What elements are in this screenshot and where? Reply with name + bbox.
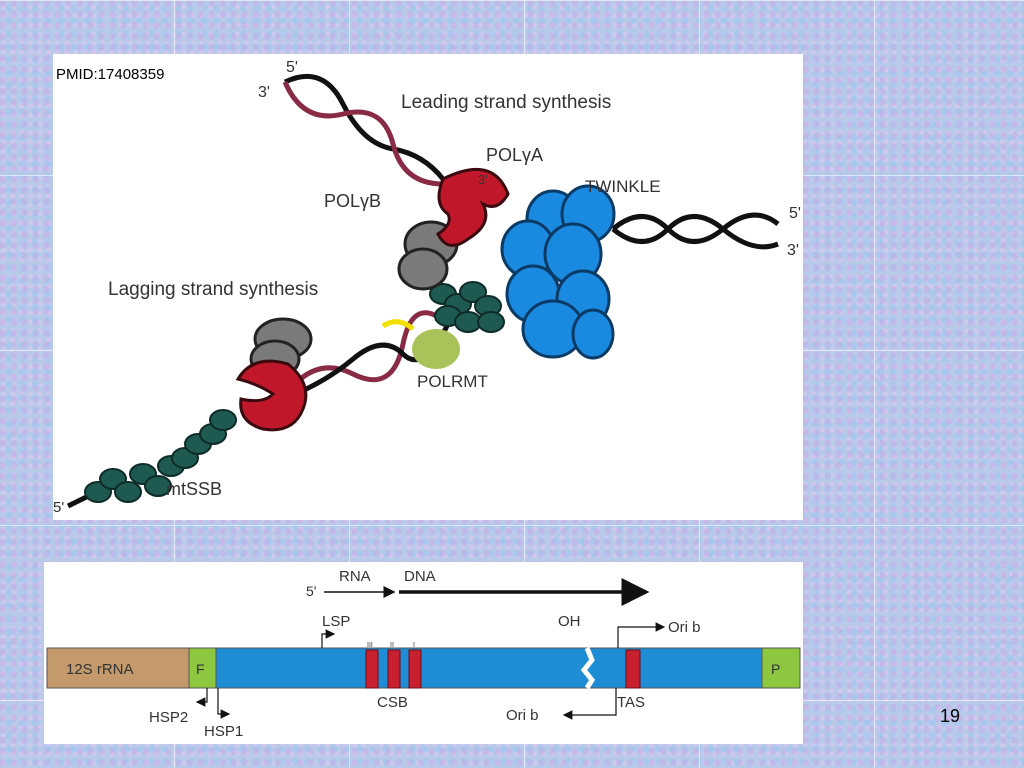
- twinkle-helicase: [500, 184, 616, 360]
- d-loop-segment: [215, 647, 763, 689]
- mtssb-cluster: [429, 281, 505, 333]
- d-loop-map-figure: 5' RNA DNA III II I CSB TAS LSP OH Ori b: [44, 562, 803, 744]
- pmid-label: PMID:17408359: [56, 66, 165, 83]
- polrmt-label: POLRMT: [417, 372, 488, 391]
- csb-mark-1: I: [413, 642, 415, 649]
- mtssb-label: mtSSB: [166, 479, 222, 499]
- rna-label: RNA: [339, 568, 371, 585]
- lagging-strand-title: Lagging strand synthesis: [108, 279, 318, 300]
- prime-3-inner-label: 3': [478, 172, 488, 187]
- f-label: F: [196, 661, 205, 677]
- ori-b-right-arrow: [617, 622, 666, 648]
- tas-label: TAS: [617, 694, 645, 711]
- ori-b-left-arrow: [562, 688, 617, 720]
- dna-label: DNA: [404, 568, 436, 585]
- oh-label: OH: [558, 613, 581, 630]
- prime-3-right-label: 3': [787, 242, 799, 259]
- tas-marker: [625, 649, 641, 689]
- csb-mark-2: II: [390, 642, 394, 649]
- twinkle-label: TWINKLE: [585, 177, 661, 196]
- mtssb-chain: [84, 409, 237, 503]
- rrna-segment: [46, 647, 190, 689]
- lsp-label: LSP: [322, 613, 350, 630]
- hsp1-arrow: [217, 688, 231, 719]
- prime-5-label: 5': [306, 583, 316, 599]
- polga-bottom: [235, 359, 308, 432]
- csb-markers: [365, 649, 422, 689]
- leading-strand-title: Leading strand synthesis: [401, 92, 611, 113]
- sequence-break: [580, 647, 596, 690]
- replication-fork-diagram: 5' 3' 3' Leading strand synthesis POLγA …: [53, 59, 801, 516]
- prime-5-bottom-label: 5': [53, 499, 64, 516]
- ori-b-right-label: Ori b: [668, 619, 701, 636]
- hsp2-arrow: [195, 688, 208, 707]
- polgb-label: POLγB: [324, 191, 381, 211]
- p-segment: [761, 647, 801, 689]
- prime-5-right-label: 5': [789, 205, 801, 222]
- csb-label: CSB: [377, 694, 408, 711]
- page-number: 19: [940, 706, 961, 726]
- polrmt-protein: [412, 329, 460, 369]
- hsp1-label: HSP1: [204, 723, 243, 740]
- d-loop-map-diagram: 5' RNA DNA III II I CSB TAS LSP OH Ori b: [46, 568, 801, 740]
- hsp2-label: HSP2: [149, 709, 188, 726]
- rna-primer: [381, 319, 415, 331]
- ori-b-left-label: Ori b: [506, 707, 539, 724]
- rrna-label: 12S rRNA: [66, 661, 134, 678]
- parental-dna-duplex: [611, 212, 780, 250]
- prime-5-top-label: 5': [286, 59, 298, 76]
- prime-3-top-label: 3': [258, 84, 270, 101]
- replication-fork-figure: PMID:17408359: [53, 54, 803, 520]
- csb-mark-3: III: [367, 642, 373, 649]
- polga-top: [436, 167, 510, 247]
- lsp-arrow: [321, 629, 336, 648]
- p-label: P: [771, 661, 780, 677]
- f-segment: [188, 647, 217, 689]
- polga-label: POLγA: [486, 145, 543, 165]
